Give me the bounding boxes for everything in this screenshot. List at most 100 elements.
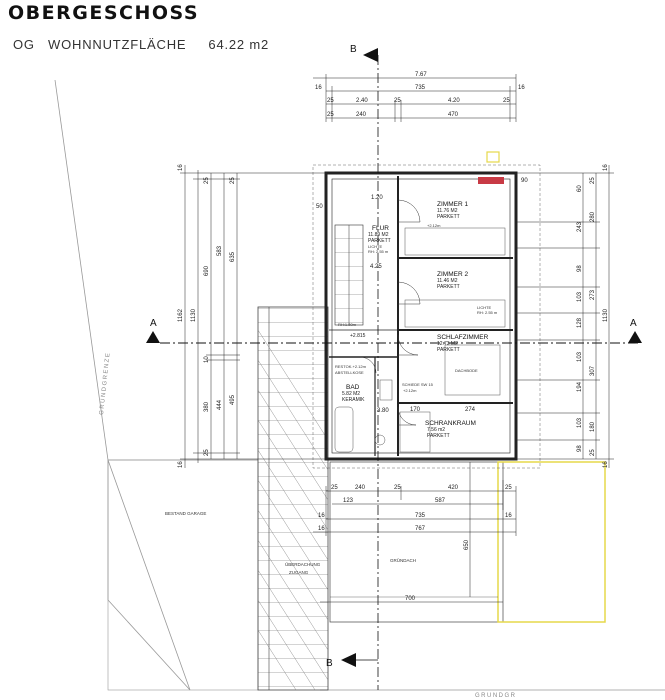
room-area-bad: 5.82 M2 bbox=[342, 391, 360, 397]
top-dimension-lines bbox=[313, 74, 517, 122]
dim-in-50: 50 bbox=[316, 204, 323, 210]
external-staircase bbox=[257, 306, 329, 691]
dim-left-495: 495 bbox=[230, 394, 236, 405]
note-lichte-2: LICHTE bbox=[477, 305, 492, 310]
dim-left-25c: 25 bbox=[230, 177, 236, 184]
dim-top-total: 7.67 bbox=[415, 72, 427, 78]
dim-right-128: 128 bbox=[577, 317, 583, 328]
room-floor-zimmer2: PARKETT bbox=[437, 284, 460, 290]
dim-top-inner: 735 bbox=[415, 85, 426, 91]
dim-top-25b: 25 bbox=[394, 98, 401, 104]
windows bbox=[325, 172, 517, 460]
note-lichte-1-val: RH: 2.55 m bbox=[368, 249, 389, 254]
dim-top-25c: 25 bbox=[503, 98, 510, 104]
dim-in-425: 4.25 bbox=[370, 264, 382, 270]
dim-left-1130: 1130 bbox=[191, 308, 197, 322]
dim-left-444: 444 bbox=[217, 399, 223, 410]
dim-top-25a: 25 bbox=[327, 98, 334, 104]
dim-left-380: 380 bbox=[204, 401, 210, 412]
dim-right-16b: 16 bbox=[603, 461, 609, 468]
garage-outline bbox=[107, 459, 259, 691]
dim-left-25a: 25 bbox=[204, 177, 210, 184]
dim-right-103b: 103 bbox=[577, 351, 583, 362]
room-area-schlafzimmer: 12.73 M2 bbox=[437, 341, 458, 347]
room-floor-zimmer1: PARKETT bbox=[437, 214, 460, 220]
dim-top-b: 4.20 bbox=[448, 98, 460, 104]
dim-left-25b: 25 bbox=[204, 449, 210, 456]
dim-top-16b: 16 bbox=[518, 85, 525, 91]
dim-right-180: 180 bbox=[590, 421, 596, 432]
dim-bot-240: 240 bbox=[355, 485, 366, 491]
note-level-3: +2.12m bbox=[403, 388, 417, 393]
marker-box bbox=[486, 151, 500, 163]
door-swings bbox=[359, 199, 421, 426]
dim-left-total: 1162 bbox=[178, 308, 184, 322]
dim-in-120: 1.20 bbox=[371, 195, 383, 201]
interior-stair bbox=[334, 224, 364, 326]
section-b-bottom: B bbox=[326, 658, 333, 669]
room-name-flur: FLUR bbox=[372, 225, 389, 232]
room-floor-schlafzimmer: PARKETT bbox=[437, 347, 460, 353]
dim-right-60: 60 bbox=[577, 185, 583, 192]
dim-right-90: 90 bbox=[521, 178, 528, 184]
dim-left-16a: 16 bbox=[178, 164, 184, 171]
dim-top-16a: 16 bbox=[315, 85, 322, 91]
dim-right-280: 280 bbox=[590, 211, 596, 222]
dim-right-1130: 1130 bbox=[603, 308, 609, 322]
room-area-schrankraum: 7.56 m2 bbox=[427, 427, 445, 433]
left-dimension-lines bbox=[180, 165, 326, 468]
room-floor-flur: PARKETT bbox=[368, 238, 391, 244]
bottom-dimension-lines bbox=[313, 462, 517, 603]
room-name-zimmer1: ZIMMER 1 bbox=[437, 201, 468, 208]
dim-top-d: 470 bbox=[448, 112, 459, 118]
dim-bot-25a: 25 bbox=[331, 485, 338, 491]
note-sw: SCHIEDE SW 15 bbox=[402, 382, 434, 387]
dim-right-103c: 103 bbox=[577, 417, 583, 428]
dim-left-16b: 16 bbox=[178, 461, 184, 468]
room-floor-schrankraum: PARKETT bbox=[427, 433, 450, 439]
drawing-title: OBERGESCHOSS bbox=[8, 2, 200, 24]
dim-bot-700: 700 bbox=[405, 596, 416, 602]
dim-bot-767: 767 bbox=[415, 526, 426, 532]
note-level-1: +2.12m bbox=[427, 223, 441, 228]
note-level-2: +2.815 bbox=[350, 333, 366, 339]
dim-bot-16c: 16 bbox=[318, 526, 325, 532]
note-dachbode: DACHBODE bbox=[455, 368, 478, 373]
section-a-right: A bbox=[630, 318, 637, 329]
dim-right-103a: 103 bbox=[577, 291, 583, 302]
dim-top-25d: 25 bbox=[327, 112, 334, 118]
room-area-zimmer1: 11.76 M2 bbox=[437, 208, 458, 214]
dim-right-25b: 25 bbox=[590, 449, 596, 456]
dim-right-98b: 98 bbox=[577, 445, 583, 452]
dim-bot-25b: 25 bbox=[394, 485, 401, 491]
dim-right-25a: 25 bbox=[590, 177, 596, 184]
dim-bot-16b: 16 bbox=[505, 513, 512, 519]
chimney-mark bbox=[478, 177, 504, 184]
dim-top-a: 2.40 bbox=[356, 98, 368, 104]
dim-right-243: 243 bbox=[577, 221, 583, 232]
right-dimension-lines bbox=[516, 165, 614, 468]
dim-left-583: 583 bbox=[217, 245, 223, 256]
note-lichte-2-val: RH: 2.55 m bbox=[477, 310, 498, 315]
dim-in-274: 274 bbox=[465, 407, 476, 413]
section-line-a bbox=[146, 331, 642, 344]
section-b-top: B bbox=[350, 44, 357, 55]
dim-right-273: 273 bbox=[590, 289, 596, 300]
dim-bot-735: 735 bbox=[415, 513, 426, 519]
note-rost: RESTOK.+2.12m bbox=[335, 364, 367, 369]
dim-top-c: 240 bbox=[356, 112, 367, 118]
furniture bbox=[334, 227, 506, 453]
access-label: ZUGANG bbox=[289, 570, 309, 575]
room-name-schlafzimmer: SCHLAFZIMMER bbox=[437, 334, 489, 341]
dim-right-98a: 98 bbox=[577, 265, 583, 272]
note-lichte-1: LICHTE bbox=[368, 244, 383, 249]
room-floor-bad: KERAMIK bbox=[342, 397, 365, 403]
dim-bot-25c: 25 bbox=[505, 485, 512, 491]
dim-bot-123: 123 bbox=[343, 498, 354, 504]
roofing-label: ÜBERDACHUNG bbox=[285, 561, 321, 567]
dim-bot-587: 587 bbox=[435, 498, 446, 504]
room-area-zimmer2: 11.46 M2 bbox=[437, 278, 458, 284]
dim-left-10: 10 bbox=[204, 356, 210, 363]
dim-in-380: 3.80 bbox=[377, 408, 389, 414]
